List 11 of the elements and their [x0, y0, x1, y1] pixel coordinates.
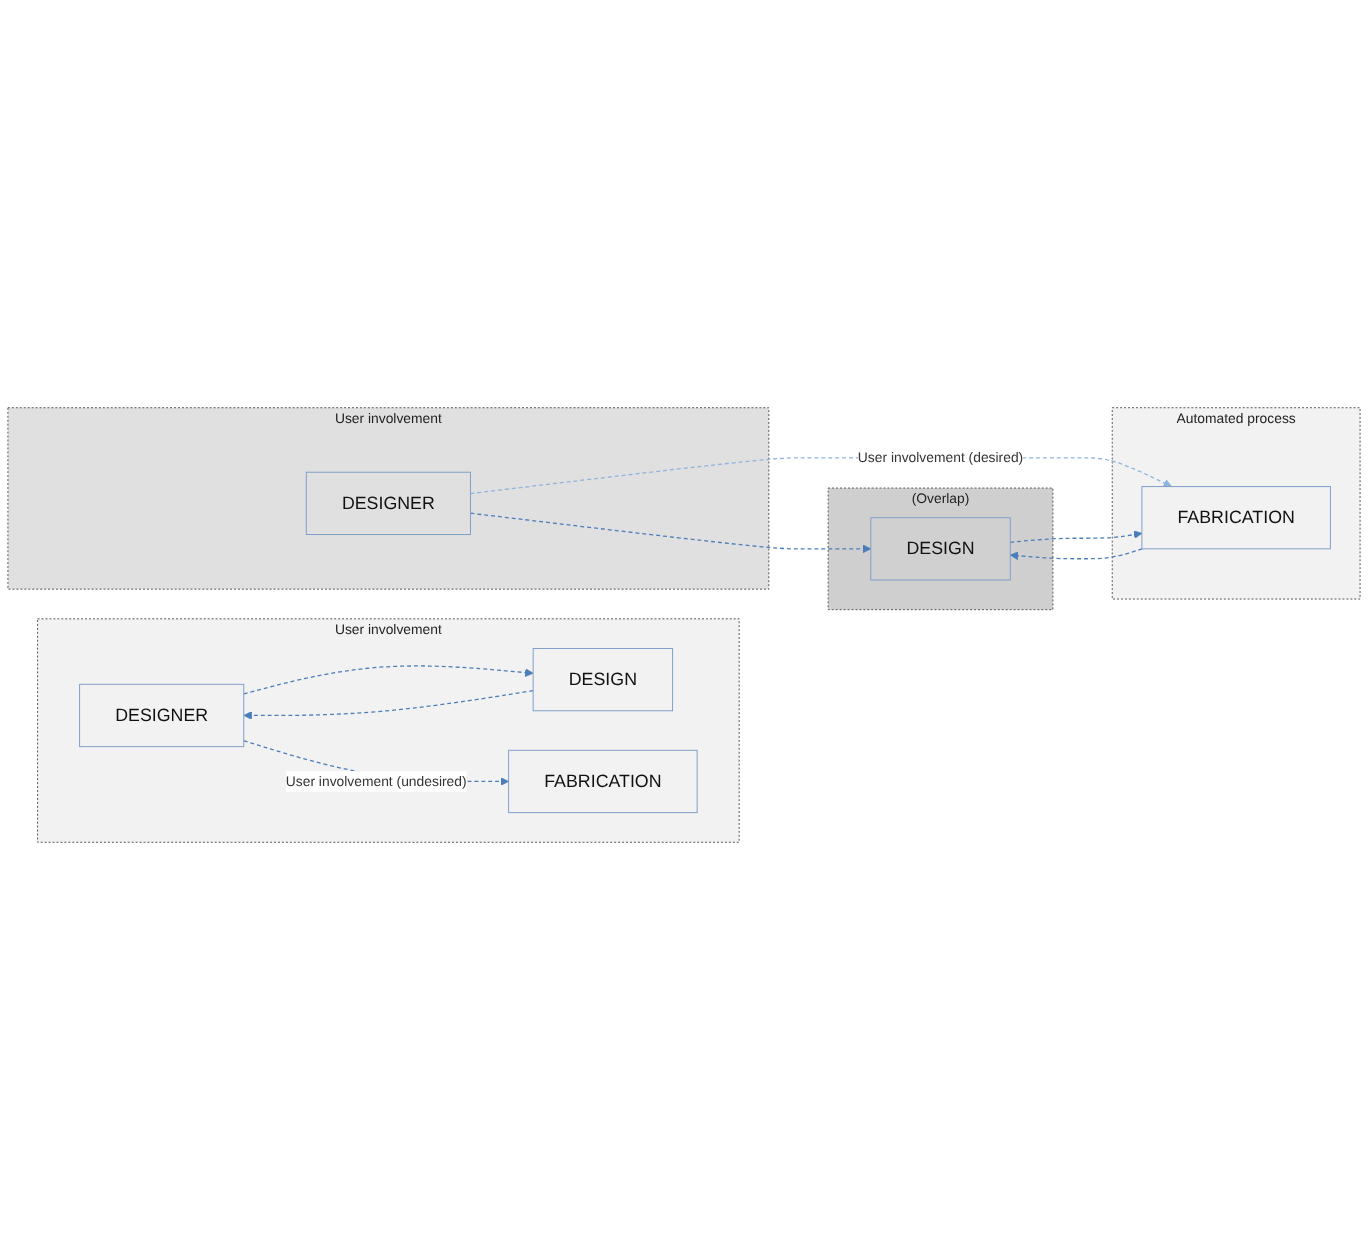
node-box: FABRICATION	[508, 749, 698, 814]
arrow	[243, 665, 534, 695]
node-box: DESIGN	[532, 648, 674, 712]
arrow	[1009, 548, 1143, 561]
node-box: DESIGNER	[305, 471, 471, 536]
arrow	[469, 512, 872, 554]
node-box: DESIGNER	[79, 683, 245, 748]
arrow	[243, 690, 534, 720]
node-box: DESIGN	[870, 517, 1011, 581]
node-box: FABRICATION	[1141, 486, 1331, 550]
arrow	[1009, 530, 1143, 543]
